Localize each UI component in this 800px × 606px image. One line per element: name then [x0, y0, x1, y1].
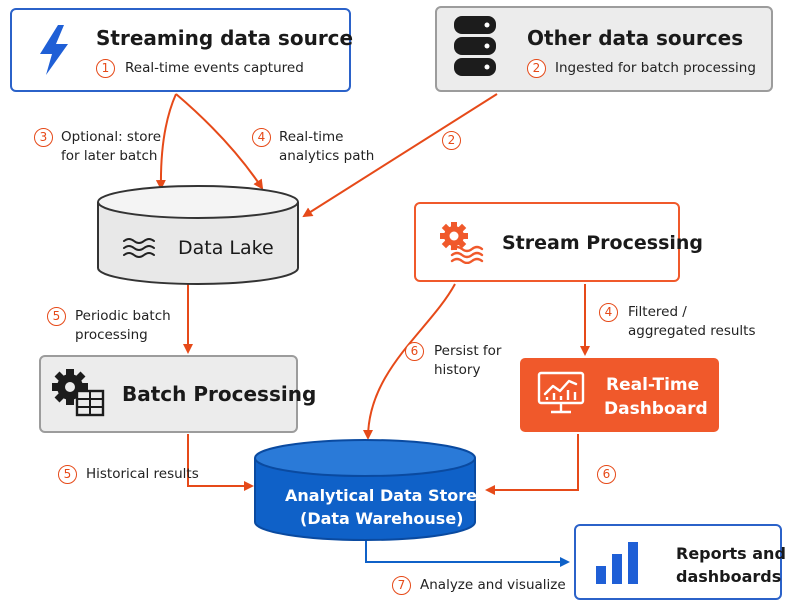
edge-7-line1: Analyze and visualize [420, 577, 566, 593]
other-note: Ingested for batch processing [555, 60, 756, 76]
badge-5-bottom: 5 [58, 465, 77, 484]
arrow-stream-to-lake-realtime [175, 93, 264, 190]
badge-2-top: 2 [527, 59, 546, 78]
batch-processing-title: Batch Processing [122, 382, 317, 406]
batch-processing-box [39, 355, 298, 433]
other-title: Other data sources [527, 26, 744, 50]
edge-4b-line1: Filtered / [628, 304, 687, 320]
warehouse-cylinder [254, 439, 476, 541]
lightning-icon [34, 24, 74, 76]
edge-4b-line2: aggregated results [628, 323, 756, 339]
streaming-title: Streaming data source [96, 26, 354, 50]
waves-icon [122, 236, 156, 260]
streaming-data-source-box [10, 8, 351, 92]
arrow-dashboard-to-warehouse [485, 434, 579, 495]
stream-processing-title: Stream Processing [502, 232, 704, 254]
edge-5b-line1: Historical results [86, 466, 199, 482]
gear-waves-icon [436, 222, 486, 264]
edge-6a-line2: history [434, 362, 481, 378]
edge-5a-line1: Periodic batch [75, 308, 171, 324]
arrow-sp-to-warehouse [363, 283, 456, 440]
arrow-other-to-lake [302, 93, 498, 218]
badge-1: 1 [96, 59, 115, 78]
edge-3-line2: for later batch [61, 148, 158, 164]
reports-box [574, 524, 782, 600]
reports-title-line2: dashboards [676, 567, 782, 586]
badge-6-top: 6 [405, 342, 424, 361]
badge-5-top: 5 [47, 307, 66, 326]
badge-3: 3 [34, 128, 53, 147]
edge-3-line1: Optional: store [61, 129, 162, 145]
arrow-warehouse-to-reports [365, 540, 570, 567]
arrow-stream-to-lake-store [155, 93, 177, 190]
rtd-title-line1: Real-Time [606, 375, 700, 395]
bar-chart-icon [594, 540, 640, 584]
edge-4a-line1: Real-time [279, 129, 344, 145]
reports-title-line1: Reports and [676, 544, 786, 563]
badge-4-left: 4 [252, 128, 271, 147]
warehouse-title-line1: Analytical Data Store [285, 486, 477, 505]
edge-5a-line2: processing [75, 327, 148, 343]
warehouse-title-line2: (Data Warehouse) [300, 509, 464, 528]
streaming-note: Real-time events captured [125, 60, 304, 76]
gear-table-icon [50, 367, 106, 419]
badge-6-bottom: 6 [597, 465, 616, 484]
data-lake-title: Data Lake [178, 237, 274, 259]
data-lake-cylinder [97, 185, 299, 285]
rtd-title-line2: Dashboard [604, 399, 708, 419]
edge-4a-line2: analytics path [279, 148, 375, 164]
badge-7: 7 [392, 576, 411, 595]
database-stack-icon [452, 14, 498, 80]
arrow-batch-to-warehouse [187, 434, 254, 491]
monitor-chart-icon [536, 370, 586, 416]
edge-6a-line1: Persist for [434, 343, 502, 359]
badge-2-edge: 2 [442, 131, 461, 150]
badge-4-right: 4 [599, 303, 618, 322]
